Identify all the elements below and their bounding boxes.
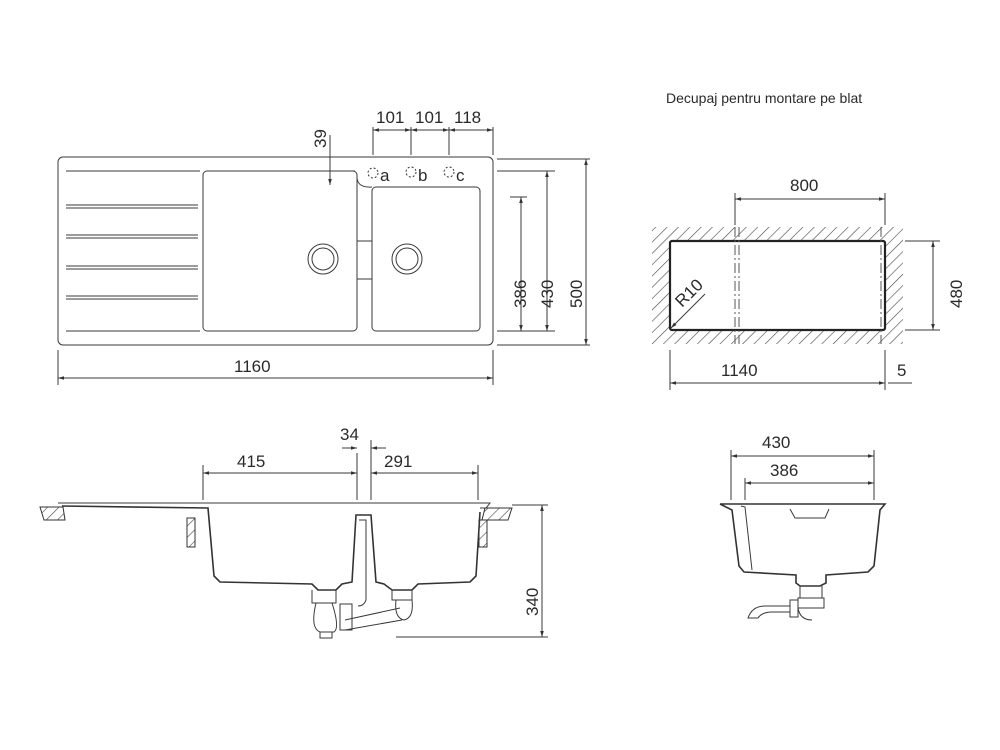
dim-depth: 500 — [567, 280, 586, 308]
dim-side-outer: 430 — [762, 433, 790, 452]
dim-height: 340 — [523, 588, 542, 616]
dim-bowl-depth: 386 — [511, 280, 530, 308]
cutout-title: Decupaj pentru montare pe blat — [666, 90, 862, 106]
dim-offset: 800 — [790, 176, 818, 195]
right-bowl — [371, 186, 481, 332]
drain-right — [391, 243, 423, 275]
drain-left — [307, 243, 339, 275]
tap-hole-icons — [367, 166, 455, 179]
dim-cutout-height: 480 — [947, 280, 966, 308]
dim-divider: 34 — [340, 425, 359, 444]
dim-rim: 39 — [311, 129, 330, 148]
sink-section-view: 34 415 291 340 — [39, 425, 548, 639]
dim-tap-a-b: 101 — [376, 108, 404, 127]
dim-tap-b-c: 101 — [415, 108, 443, 127]
tap-label-a: a — [380, 166, 390, 185]
dim-inner-depth: 430 — [538, 280, 557, 308]
dim-tap-c-edge: 118 — [454, 108, 481, 127]
cutout-view: 800 480 1140 5 R10 — [652, 176, 966, 390]
sink-top-view: a b c 101 101 118 39 500 430 386 1160 — [57, 108, 590, 385]
dim-side-inner: 386 — [770, 461, 798, 480]
dim-radius: R10 — [671, 275, 706, 310]
dim-cutout-width: 1140 — [721, 361, 758, 380]
dim-width: 1160 — [234, 357, 271, 376]
dim-left-bowl: 415 — [237, 452, 265, 471]
sink-side-section: 430 386 — [719, 433, 887, 621]
tap-label-b: b — [418, 166, 427, 185]
left-bowl — [202, 170, 358, 332]
dim-gap: 5 — [897, 361, 906, 380]
dim-right-bowl: 291 — [384, 452, 412, 471]
tap-label-c: c — [456, 166, 465, 185]
